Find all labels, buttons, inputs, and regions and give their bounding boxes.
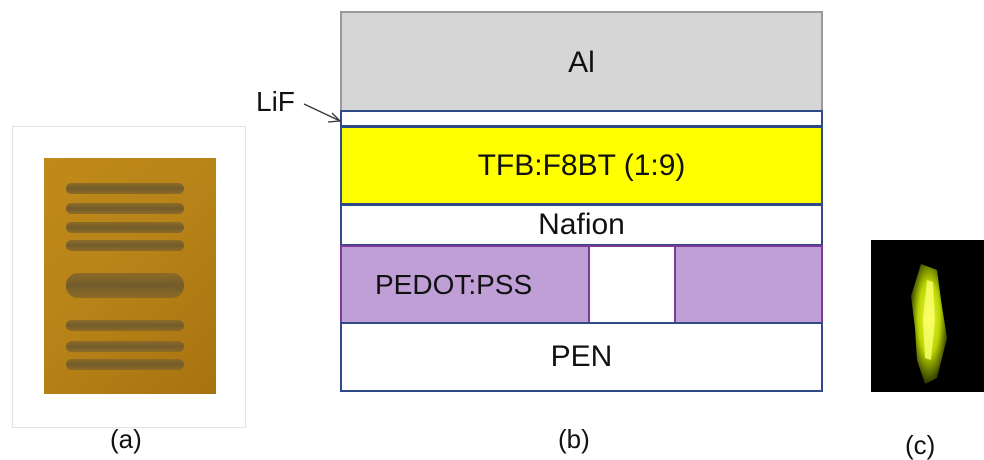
lif-layer xyxy=(340,110,823,127)
lif-callout-label: LiF xyxy=(256,86,295,117)
emission-glow xyxy=(911,264,947,384)
sample-photo xyxy=(44,158,216,394)
electrode-strip xyxy=(66,183,184,194)
tfb-f8bt-layer: TFB:F8BT (1:9) xyxy=(340,126,823,205)
emission-photo xyxy=(871,240,984,392)
nafion-layer: Nafion xyxy=(340,204,823,246)
electrode-strip xyxy=(66,222,184,233)
panel-a-label: (a) xyxy=(110,424,142,454)
panel-c-label: (c) xyxy=(905,430,936,460)
electrode-strip xyxy=(66,359,184,370)
pedot-pss-row: PEDOT:PSS xyxy=(340,245,823,324)
pen-substrate-layer: PEN xyxy=(340,322,823,392)
pedot-pss-left-block: PEDOT:PSS xyxy=(340,245,590,324)
electrode-strip xyxy=(66,203,184,214)
al-layer-label: Al xyxy=(568,45,595,79)
nafion-layer-label: Nafion xyxy=(538,208,625,241)
electrode-strip xyxy=(66,341,184,352)
electrode-strip xyxy=(66,320,184,331)
electrode-strip-wide xyxy=(66,273,184,298)
pen-layer-label: PEN xyxy=(550,340,613,373)
electrode-strip xyxy=(66,240,184,251)
tfb-f8bt-layer-label: TFB:F8BT (1:9) xyxy=(477,148,686,182)
panel-b-label: (b) xyxy=(558,424,590,454)
lif-callout-arrow xyxy=(303,103,342,123)
al-layer: Al xyxy=(340,11,823,112)
pedot-pss-right-block xyxy=(674,245,823,324)
pedot-pss-gap xyxy=(588,245,676,324)
pedot-pss-label: PEDOT:PSS xyxy=(375,268,533,300)
